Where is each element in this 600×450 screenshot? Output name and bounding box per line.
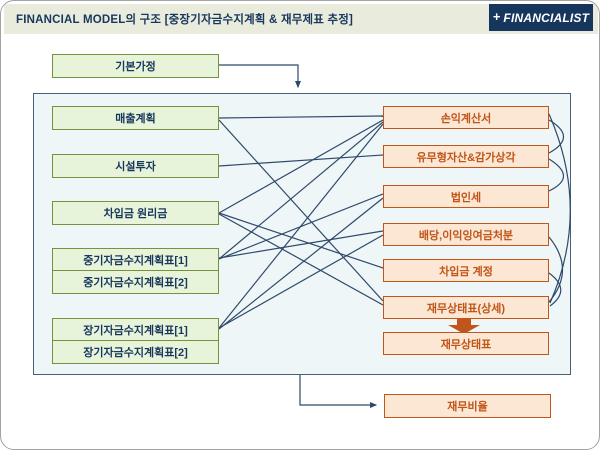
logo-text: FINANCIALIST (503, 10, 590, 25)
node-midterm-cash-plan-1: 중기자금수지계획표[1] (52, 248, 219, 272)
node-sales-plan: 매출계획 (52, 106, 219, 130)
node-debt-account: 차입금 계정 (383, 259, 549, 282)
cross-icon: + (492, 9, 501, 24)
node-capex: 시설투자 (52, 154, 219, 178)
node-debt-principal-interest: 차입금 원리금 (52, 201, 219, 225)
slide-title: FINANCIAL MODEL의 구조 [중장기자금수지계획 & 재무제표 추정… (16, 14, 354, 26)
node-longterm-cash-plan-1: 장기자금수지계획표[1] (52, 318, 219, 342)
node-financial-ratios: 재무비율 (384, 394, 551, 418)
node-balance-sheet-detail: 재무상태표(상세) (383, 296, 549, 319)
node-midterm-cash-plan-2: 중기자금수지계획표[2] (52, 270, 219, 295)
financialist-logo: + FINANCIALIST (489, 4, 593, 31)
node-corporate-tax: 법인세 (383, 185, 549, 208)
node-dividend-retained-earnings: 배당,이익잉여금처분 (383, 223, 549, 246)
node-income-statement: 손익계산서 (383, 106, 549, 129)
node-assets-depreciation: 유무형자산&감가상각 (383, 145, 549, 168)
node-base-assumption: 기본가정 (52, 54, 219, 78)
node-longterm-cash-plan-2: 장기자금수지계획표[2] (52, 340, 219, 365)
node-balance-sheet: 재무상태표 (383, 332, 549, 355)
